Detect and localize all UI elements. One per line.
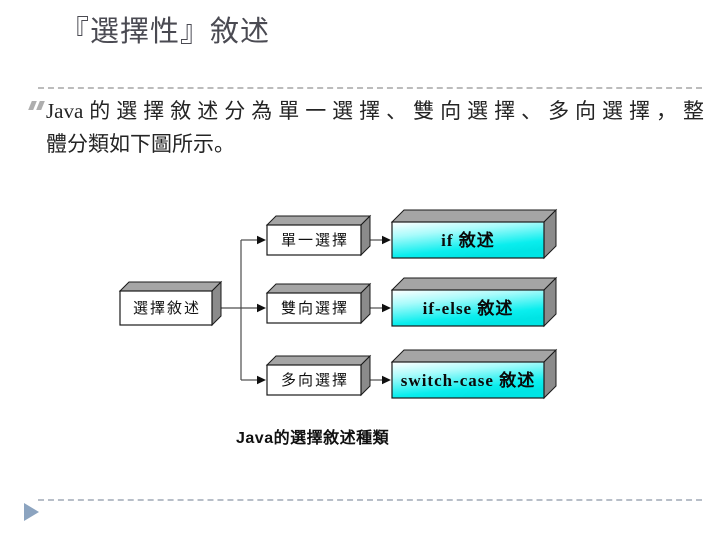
quote-bullet-icon <box>28 101 45 110</box>
footer-separator-dashed-line <box>38 499 702 501</box>
target-box-switchcase-statement: switch-case 敘述 <box>390 348 558 400</box>
diagram-caption: Java的選擇敘述種類 <box>236 430 390 447</box>
branch-box-multi-selection: 多向選擇 <box>265 354 372 397</box>
body-text-line-2: 體分類如下圖所示。 <box>46 132 235 156</box>
box-front-face <box>119 290 213 326</box>
target-box-if-statement: if 敘述 <box>390 208 558 260</box>
target-box-label: if 敘述 <box>441 230 495 250</box>
box-front-face <box>391 221 545 259</box>
root-box-selection-statement: 選擇敘述 <box>118 280 223 327</box>
box-front-face <box>266 364 362 396</box>
arrowhead-icon <box>382 303 391 313</box>
selection-statements-diagram: 選擇敘述 單一選擇 雙向選擇 多向選擇 if 敘述 <box>118 208 558 400</box>
target-box-label: switch-case 敘述 <box>401 370 535 390</box>
box-front-face <box>391 361 545 399</box>
arrowhead-icon <box>257 235 266 245</box>
box-top-face <box>390 349 558 363</box>
slide-title: 『選擇性』敘述 <box>60 16 271 48</box>
arrowhead-icon <box>257 303 266 313</box>
box-top-face <box>390 277 558 291</box>
branch-box-label: 單一選擇 <box>281 232 349 249</box>
box-front-face <box>391 289 545 327</box>
root-box-label: 選擇敘述 <box>133 300 201 317</box>
box-top-face <box>390 209 558 223</box>
box-front-face <box>266 292 362 324</box>
arrowhead-icon <box>382 375 391 385</box>
branch-box-label: 雙向選擇 <box>281 300 349 317</box>
diagram-connectors <box>221 235 391 385</box>
branch-box-label: 多向選擇 <box>281 372 349 389</box>
footer-triangle-arrow-icon <box>24 503 39 521</box>
box-top-face <box>265 215 372 226</box>
branch-box-single-selection: 單一選擇 <box>265 214 372 257</box>
box-top-face <box>118 281 223 292</box>
target-box-ifelse-statement: if-else 敘述 <box>390 276 558 328</box>
target-box-label: if-else 敘述 <box>423 298 514 318</box>
branch-box-double-selection: 雙向選擇 <box>265 282 372 325</box>
title-separator-dashed-line <box>38 87 702 89</box>
arrowhead-icon <box>257 375 266 385</box>
box-front-face <box>266 224 362 256</box>
body-text-line-1: Java的選擇敘述分為單一選擇、雙向選擇、多向選擇，整 <box>46 99 704 123</box>
arrowhead-icon <box>382 235 391 245</box>
box-top-face <box>265 283 372 294</box>
box-top-face <box>265 355 372 366</box>
